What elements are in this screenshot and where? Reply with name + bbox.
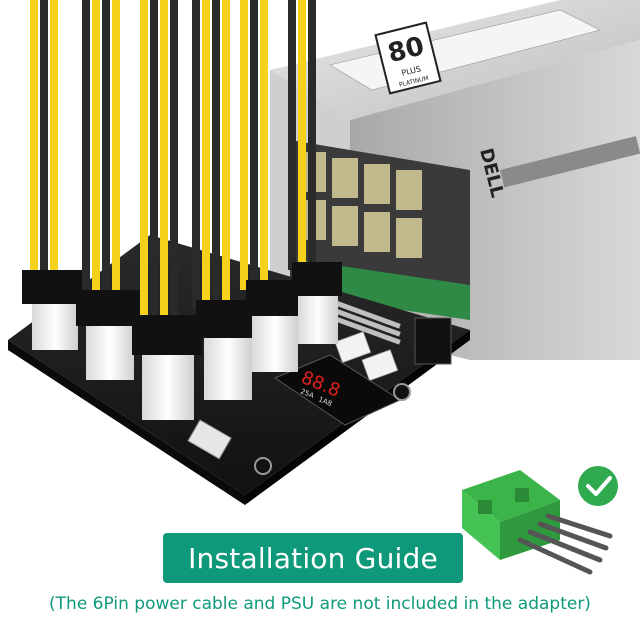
efficiency-badge: 80 PLUS PLATINUM <box>374 21 442 95</box>
installation-guide-banner: Installation Guide <box>163 533 463 583</box>
power-cables <box>22 0 342 420</box>
power-switch <box>187 419 232 460</box>
terminal-connector <box>462 470 613 575</box>
cable-plug-1 <box>22 0 84 350</box>
checkmark-icon <box>578 466 618 506</box>
cable-plug-2 <box>76 0 142 380</box>
cable-plug-3 <box>132 0 202 420</box>
cable-plug-6 <box>288 0 342 344</box>
cable-plug-5 <box>240 0 306 372</box>
installation-note: (The 6Pin power cable and PSU are not in… <box>49 594 591 614</box>
